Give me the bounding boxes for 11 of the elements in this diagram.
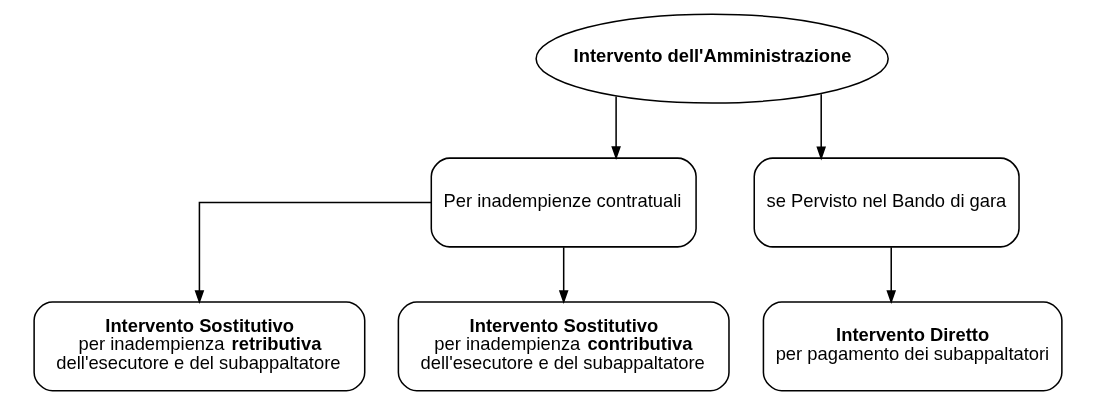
node-ellipse: Intervento dell'Amministrazione (535, 13, 889, 104)
arrow (558, 246, 569, 304)
arrow (886, 246, 897, 304)
node-box: Per inadempienze contratuali (430, 157, 697, 248)
node-box: Intervento Sostitutivo per inadempienza contributiva dell'esecutore e del subappaltatore (397, 301, 730, 392)
arrow (816, 93, 827, 161)
arrow (194, 201, 432, 304)
arrow (611, 95, 621, 161)
node-box: Intervento Sostitutivo per inadempienza retributiva dell'esecutore e del subappaltatore (33, 301, 366, 392)
node-box: Intervento Diretto per pagamento dei subappaltatori (762, 301, 1063, 392)
node-box: se Pervisto nel Bando di gara (753, 157, 1020, 248)
